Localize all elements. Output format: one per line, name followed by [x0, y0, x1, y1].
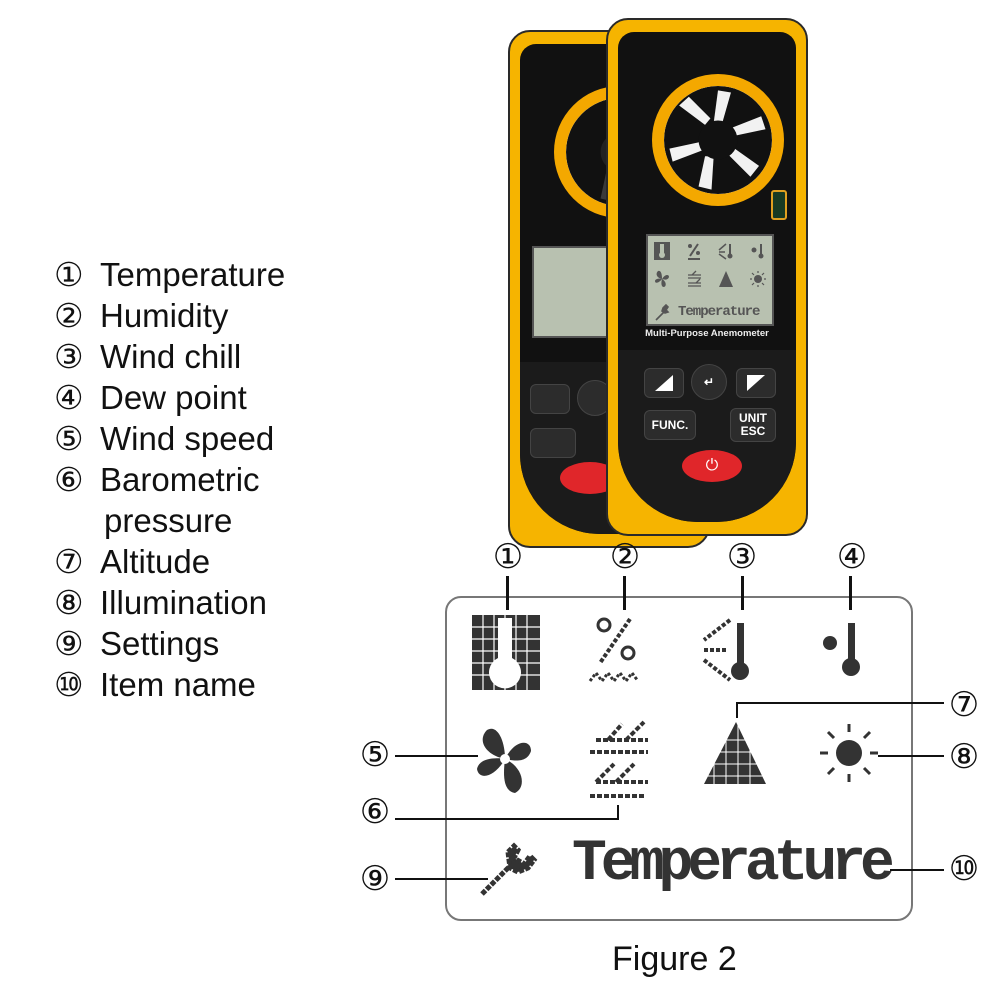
barometric-pressure-icon: [590, 720, 648, 798]
leader-line: [890, 869, 944, 871]
sun-icon: [750, 271, 766, 287]
leader-line: [623, 576, 626, 610]
right-arrow-button[interactable]: [736, 368, 776, 398]
device-lcd: Temperature: [646, 234, 774, 326]
enter-button[interactable]: ↵: [691, 364, 727, 400]
callout-10: ⑩: [948, 850, 980, 888]
device-label: Multi-Purpose Anemometer: [645, 328, 769, 339]
wind-speed-icon: [477, 728, 531, 793]
leader-line: [617, 805, 619, 820]
right-arrow-icon: [747, 375, 765, 391]
func-button[interactable]: FUNC.: [644, 410, 696, 440]
pressure-icon: [688, 270, 701, 287]
leader-line: [736, 702, 738, 718]
left-arrow-button[interactable]: [644, 368, 684, 398]
lcd-diagram: [445, 596, 913, 921]
callout-5: ⑤: [359, 736, 391, 774]
wrench-icon: [655, 304, 670, 321]
dew-point-icon: [751, 244, 764, 259]
lcd-item-name: Temperature: [678, 304, 760, 320]
left-arrow-icon: [655, 375, 673, 391]
leader-line: [395, 818, 619, 820]
leader-line: [506, 576, 509, 610]
humidity-icon: [688, 243, 700, 260]
illumination-icon: [820, 724, 878, 782]
legend-item-continuation: pressure: [104, 502, 233, 539]
callout-9: ⑨: [359, 860, 391, 898]
leader-line: [736, 702, 944, 704]
lcd-item-name: Temperature: [572, 832, 895, 897]
callout-3: ③: [726, 538, 758, 576]
altitude-icon: [719, 271, 733, 287]
wind-chill-icon: [718, 243, 733, 260]
wind-chill-icon: [702, 618, 749, 682]
leader-line: [878, 755, 944, 757]
callout-1: ①: [492, 538, 524, 576]
leader-line: [741, 576, 744, 610]
left-arrow-button: [530, 384, 570, 414]
settings-wrench-icon: [480, 842, 538, 896]
callout-7: ⑦: [948, 686, 980, 724]
func-button: [530, 428, 576, 458]
fan-ring: [652, 74, 784, 206]
light-sensor: [771, 190, 787, 220]
altitude-icon: [702, 720, 768, 786]
callout-6: ⑥: [359, 793, 391, 831]
anemometer-front: Temperature Multi-Purpose Anemometer ↵ F…: [606, 18, 808, 536]
humidity-icon: [588, 617, 640, 684]
temperature-icon: [654, 242, 670, 260]
leader-line: [395, 878, 488, 880]
dew-point-icon: [823, 623, 860, 676]
leader-line: [395, 755, 478, 757]
wind-speed-icon: [655, 270, 669, 287]
callout-8: ⑧: [948, 738, 980, 776]
figure-caption: Figure 2: [612, 940, 737, 978]
leader-line: [849, 576, 852, 610]
callout-2: ②: [609, 538, 641, 576]
callout-4: ④: [836, 538, 868, 576]
power-button[interactable]: ⏻: [682, 450, 742, 482]
fan-icon: [664, 86, 772, 194]
temperature-icon: [472, 615, 540, 690]
